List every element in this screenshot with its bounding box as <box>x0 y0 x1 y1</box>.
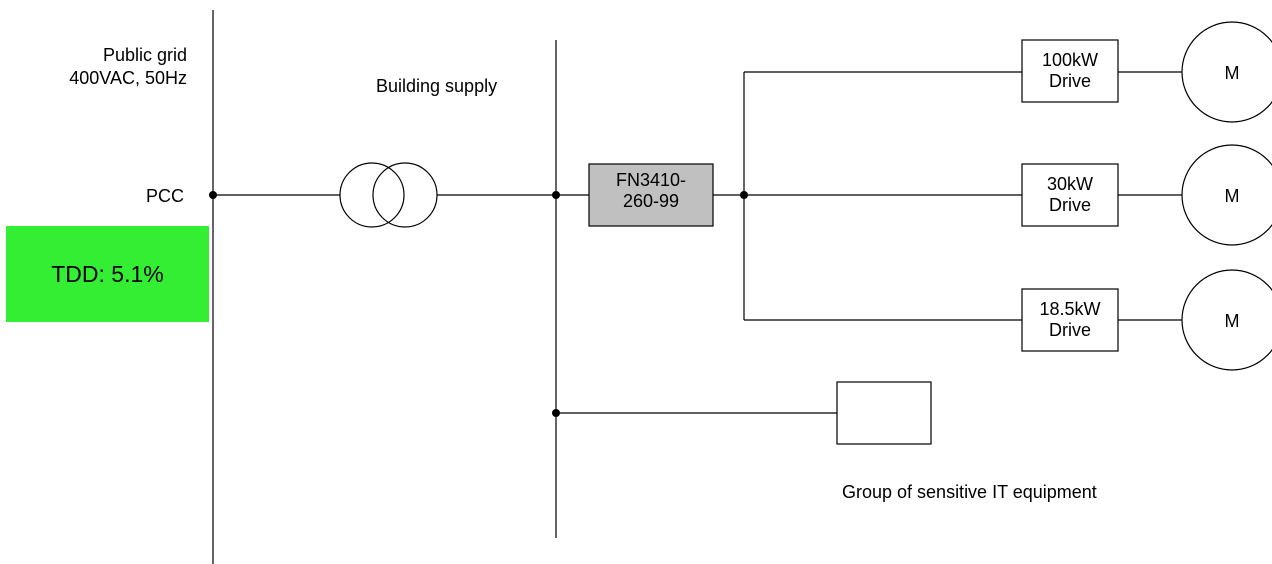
it-junction-dot <box>552 409 560 417</box>
drive-3-box <box>1021 288 1119 352</box>
drive-1-type: Drive <box>1048 71 1091 91</box>
building-supply-label: Building supply <box>376 76 498 96</box>
drive-2-type: Drive <box>1048 195 1091 215</box>
motor-1-label: M <box>1224 63 1240 83</box>
drive-1-box <box>1021 39 1119 103</box>
public-grid-label-line1: Public grid <box>102 45 187 65</box>
pcc-junction-dot <box>209 191 217 199</box>
motor-3-label: M <box>1224 311 1240 331</box>
filter-label-line2: 260-99 <box>622 191 680 211</box>
it-equipment-label: Group of sensitive IT equipment <box>842 482 1097 502</box>
it-equipment-box <box>836 381 932 445</box>
public-grid-label-line2: 400VAC, 50Hz <box>69 68 187 88</box>
motor-2-symbol <box>1181 144 1272 246</box>
motor-3-symbol <box>1181 269 1272 371</box>
tdd-indicator: TDD: 5.1% <box>6 226 209 322</box>
transformer-primary-winding <box>339 162 405 228</box>
building-junction-dot <box>552 191 560 199</box>
motor-1-symbol <box>1181 21 1272 123</box>
filter-label-line1: FN3410- <box>615 170 687 190</box>
drive-1-rating: 100kW <box>1041 50 1099 70</box>
drive-2-rating: 30kW <box>1046 174 1093 194</box>
drive-junction-dot <box>740 191 748 199</box>
motor-2-label: M <box>1224 186 1240 206</box>
drive-2-box <box>1021 163 1119 227</box>
pcc-label: PCC <box>145 186 184 206</box>
drive-3-rating: 18.5kW <box>1039 299 1101 319</box>
drive-3-type: Drive <box>1048 320 1091 340</box>
